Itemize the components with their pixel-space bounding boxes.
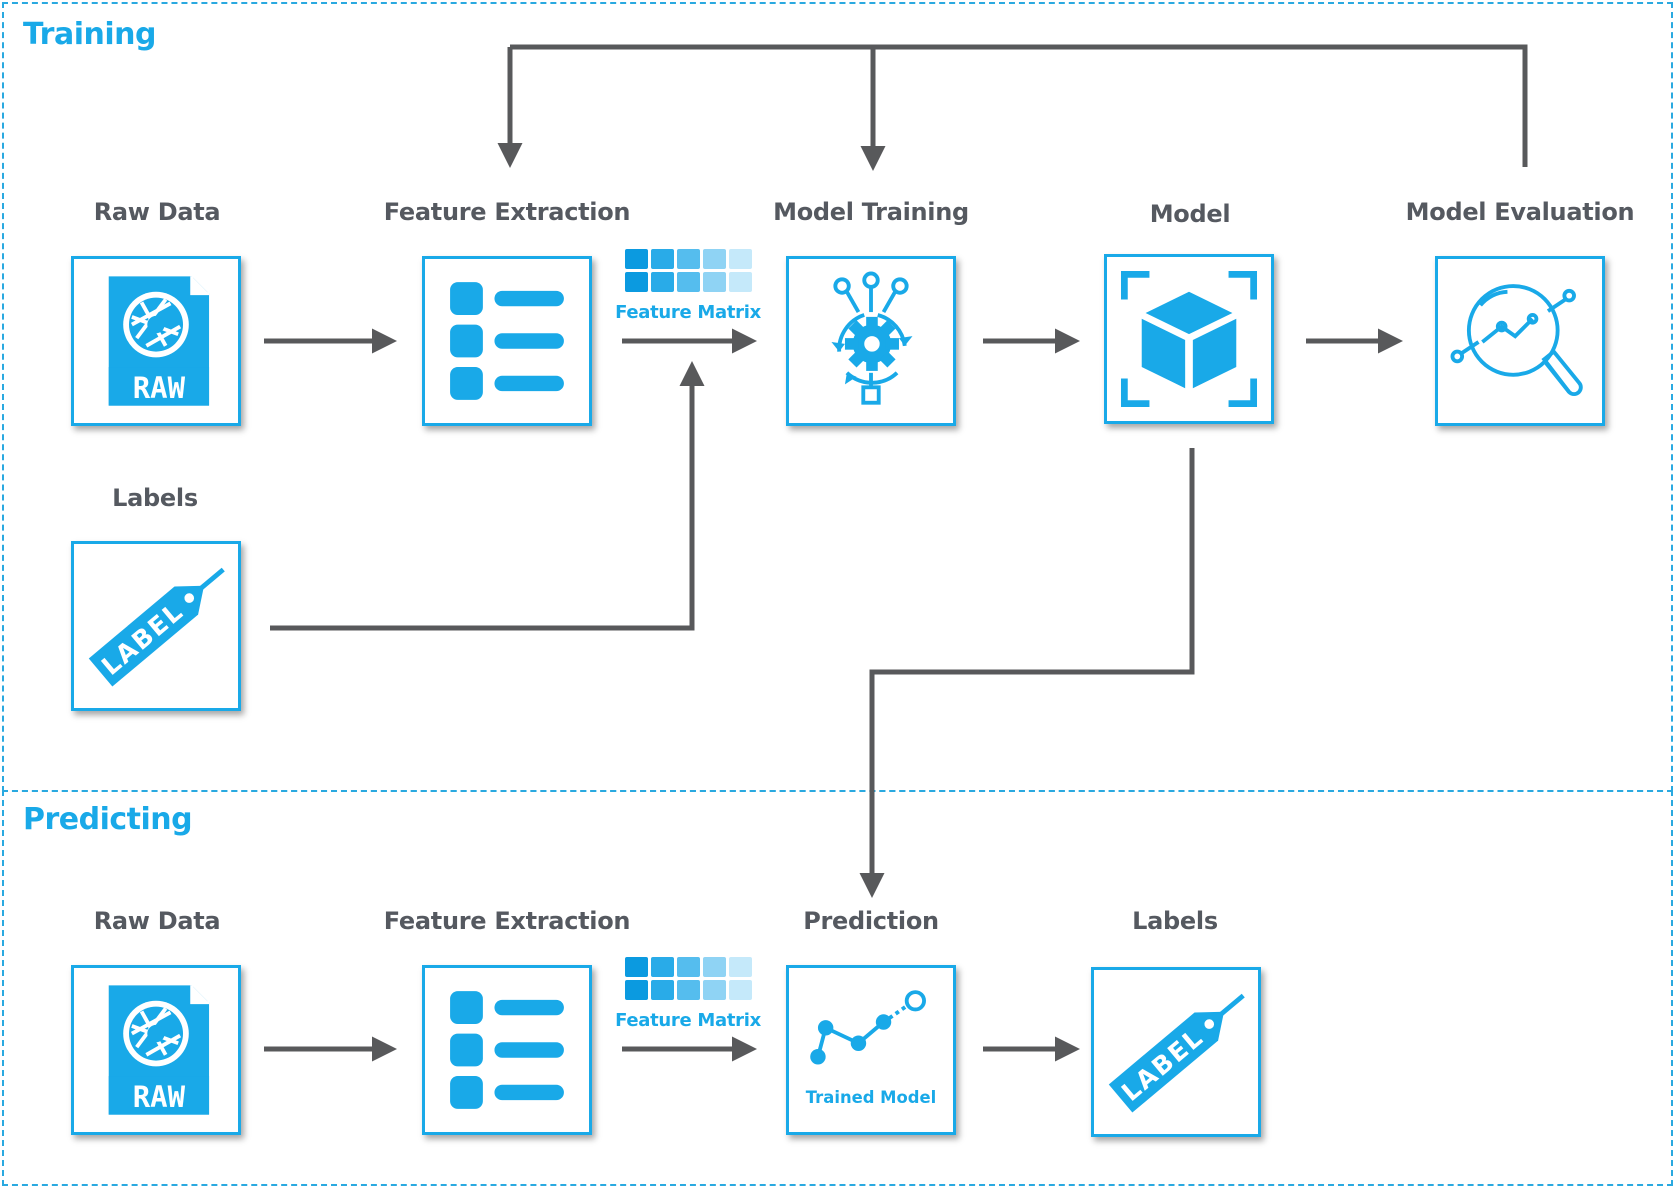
trained-model-caption: Trained Model (806, 1088, 936, 1107)
predicting-section-title: Predicting (23, 802, 193, 837)
feature-matrix-cell (729, 957, 752, 977)
label-tag-icon: LABEL (1108, 993, 1245, 1113)
training-raw-data-label: Raw Data (93, 198, 221, 226)
predicting-labels-label: Labels (1132, 907, 1218, 935)
cube-icon (1120, 270, 1258, 408)
model-evaluation-node (1435, 256, 1605, 426)
feature-list-icon (450, 282, 564, 400)
prediction-label: Prediction (803, 907, 939, 935)
predicting-feature-matrix-caption: Feature Matrix (615, 1010, 761, 1031)
training-labels-node: LABEL (71, 541, 241, 711)
training-raw-data-node: RAW (71, 256, 241, 426)
feature-matrix-cell (729, 249, 752, 269)
training-labels-label: Labels (112, 484, 198, 512)
feature-list-icon (450, 991, 564, 1109)
feature-matrix-cell (703, 957, 726, 977)
feature-matrix-cell (703, 272, 726, 292)
label-tag-icon: LABEL (88, 567, 225, 687)
raw-file-text: RAW (133, 1080, 186, 1114)
feature-matrix-cell (651, 272, 674, 292)
magnifier-chart-icon (1450, 284, 1583, 396)
raw-file-icon: RAW (108, 985, 210, 1115)
training-section-title: Training (23, 17, 156, 52)
label-tag-text: LABEL (96, 596, 189, 681)
model-training-node (786, 256, 956, 426)
predicting-feature-extraction-label: Feature Extraction (383, 907, 631, 935)
trend-line-icon: Trained Model (806, 990, 936, 1107)
feature-matrix-cell (651, 980, 674, 1000)
model-training-label: Model Training (773, 198, 969, 226)
training-feature-extraction-label: Feature Extraction (383, 198, 631, 226)
feature-matrix-cell (677, 272, 700, 292)
model-evaluation-label: Model Evaluation (1405, 198, 1635, 226)
feature-matrix-cell (651, 957, 674, 977)
feature-matrix-cell (703, 980, 726, 1000)
predicting-section (2, 790, 1673, 1186)
raw-file-icon: RAW (108, 276, 210, 406)
model-node (1104, 254, 1274, 424)
feature-matrix-cell (729, 980, 752, 1000)
training-feature-matrix-caption: Feature Matrix (615, 302, 761, 323)
feature-matrix-cell (677, 957, 700, 977)
predicting-feature-matrix-grid (625, 957, 752, 1000)
prediction-node: Trained Model (786, 965, 956, 1135)
predicting-labels-node: LABEL (1091, 967, 1261, 1137)
training-feature-extraction-node (422, 256, 592, 426)
predicting-feature-extraction-node (422, 965, 592, 1135)
feature-matrix-cell (703, 249, 726, 269)
training-feature-matrix-grid (625, 249, 752, 292)
feature-matrix-cell (677, 980, 700, 1000)
model-label: Model (1149, 200, 1231, 228)
predicting-raw-data-label: Raw Data (93, 907, 221, 935)
feature-matrix-cell (651, 249, 674, 269)
gear-network-icon (831, 271, 913, 405)
predicting-raw-data-node: RAW (71, 965, 241, 1135)
feature-matrix-cell (729, 272, 752, 292)
feature-matrix-cell (677, 249, 700, 269)
feature-matrix-cell (625, 980, 648, 1000)
feature-matrix-cell (625, 272, 648, 292)
feature-matrix-cell (625, 249, 648, 269)
raw-file-text: RAW (133, 371, 186, 405)
label-tag-text: LABEL (1116, 1022, 1209, 1107)
feature-matrix-cell (625, 957, 648, 977)
